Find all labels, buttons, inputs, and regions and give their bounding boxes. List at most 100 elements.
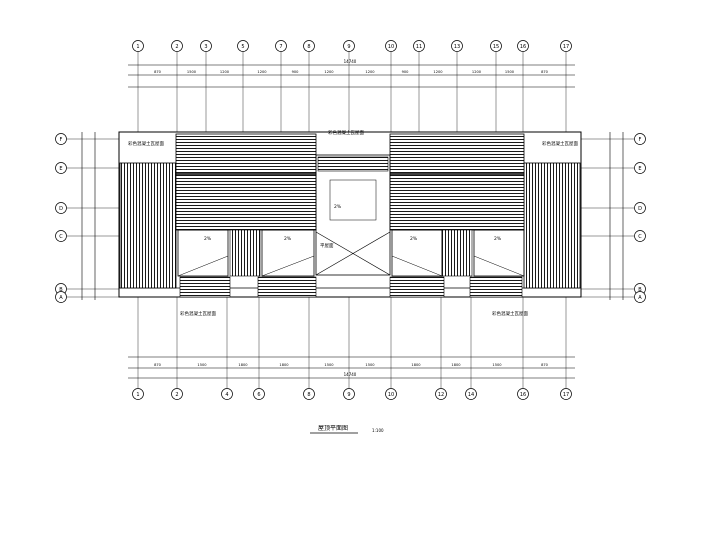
svg-text:15: 15 [493,44,499,50]
axis-bubble-left-F: F [55,133,67,145]
svg-text:F: F [60,137,63,143]
axis-bubble-bottom-6: 6 [253,388,265,400]
dimension-bottom: 1800 [451,363,461,367]
axis-bubble-bottom-16: 16 [517,388,529,400]
svg-text:3: 3 [204,44,207,50]
axis-bubble-left-A: A [55,291,67,303]
svg-text:F: F [639,137,642,143]
dimension-bottom: 1500 [365,363,375,367]
dimension-bottom: 1500 [324,363,334,367]
dimension-top: 1500 [187,70,197,74]
left-dimension-lines [81,132,96,300]
roof-slope-left-wing [119,162,177,289]
dimension-top: 900 [402,70,410,74]
dimension-top: 1200 [220,70,230,74]
axis-bubble-bottom-17: 17 [560,388,572,400]
svg-text:E: E [638,166,641,172]
note-roof-top-right: 彩色混凝土瓦屋面 [542,140,578,147]
dimension-top: 870 [541,70,549,74]
svg-text:10: 10 [388,44,394,50]
axis-bubble-top-16: 16 [517,40,529,52]
axis-bubble-bottom-10: 10 [385,388,397,400]
svg-text:1: 1 [136,392,139,398]
note-dormer-2: 2% [284,236,292,242]
svg-text:9: 9 [347,392,350,398]
roof-slope-right-wing [523,162,581,289]
dimension-bottom: 1800 [238,363,248,367]
axis-bubble-bottom-12: 12 [435,388,447,400]
axis-bubble-left-C: C [55,230,67,242]
axis-bubble-top-7: 7 [275,40,287,52]
note-roof-bottom-left: 彩色混凝土瓦屋面 [180,310,216,317]
svg-text:5: 5 [241,44,244,50]
axis-bubble-bottom-9: 9 [343,388,355,400]
axis-bubble-left-E: E [55,162,67,174]
svg-text:10: 10 [388,392,394,398]
svg-text:A: A [638,295,642,301]
total-dimension-top: 14740 [344,59,357,64]
axis-bubble-right-E: E [634,162,646,174]
dormer-bays-left [177,229,317,298]
note-dormer-3: 2% [410,236,418,242]
svg-text:8: 8 [307,44,310,50]
svg-text:13: 13 [454,44,460,50]
vertical-axis-lines [137,52,567,388]
central-flat-roof [315,154,391,276]
bottom-dimension-lines [128,356,575,379]
dimension-top: 1200 [365,70,375,74]
axis-bubble-bottom-4: 4 [221,388,233,400]
svg-text:E: E [59,166,62,172]
dimension-bottom: 870 [541,363,549,367]
roof-slope-right-top [389,133,525,175]
roof-slope-left-top [175,133,317,175]
dimension-top: 900 [292,70,300,74]
dimension-top: 1500 [505,70,515,74]
horizontal-axis-lines [67,138,634,298]
svg-text:16: 16 [520,44,526,50]
axis-bubble-left-B: B [55,283,67,295]
dimension-top: 1200 [472,70,482,74]
axis-bubble-top-1: 1 [132,40,144,52]
axis-bubble-top-2: 2 [171,40,183,52]
axis-bubble-top-3: 3 [200,40,212,52]
note-flat-roof: 平屋面 [320,243,334,249]
axis-bubble-top-5: 5 [237,40,249,52]
svg-text:14: 14 [468,392,474,398]
svg-text:8: 8 [307,392,310,398]
note-roof-top-left: 彩色混凝土瓦屋面 [128,140,164,147]
note-roof-bottom-right: 彩色混凝土瓦屋面 [492,310,528,317]
note-roof-top-center: 彩色混凝土瓦屋面 [328,129,364,136]
axis-bubble-top-8: 8 [303,40,315,52]
axis-bubble-right-D: D [634,202,646,214]
drawing-scale: 1:100 [372,428,384,433]
dimension-bottom: 1800 [279,363,289,367]
note-dormer-4: 2% [494,236,502,242]
svg-text:1: 1 [136,44,139,50]
dimension-top: 1200 [257,70,267,74]
axis-bubble-right-A: A [634,291,646,303]
svg-text:17: 17 [563,392,569,398]
axis-bubble-bottom-14: 14 [465,388,477,400]
axis-bubble-bottom-2: 2 [171,388,183,400]
axis-bubble-bottom-8: 8 [303,388,315,400]
svg-text:12: 12 [438,392,444,398]
axis-bubble-bottom-1: 1 [132,388,144,400]
right-dimension-lines [609,132,624,300]
axis-bubble-top-10: 10 [385,40,397,52]
svg-text:D: D [638,206,642,212]
note-slope: 2% [334,204,342,210]
dimension-bottom: 1800 [411,363,421,367]
svg-text:2: 2 [175,44,178,50]
svg-text:7: 7 [279,44,282,50]
dimension-top: 870 [154,70,162,74]
dimension-bottom: 1500 [492,363,502,367]
svg-text:16: 16 [520,392,526,398]
drawing-title: 屋顶平面图 [318,425,348,432]
axis-bubble-top-9: 9 [343,40,355,52]
svg-text:C: C [59,234,63,240]
